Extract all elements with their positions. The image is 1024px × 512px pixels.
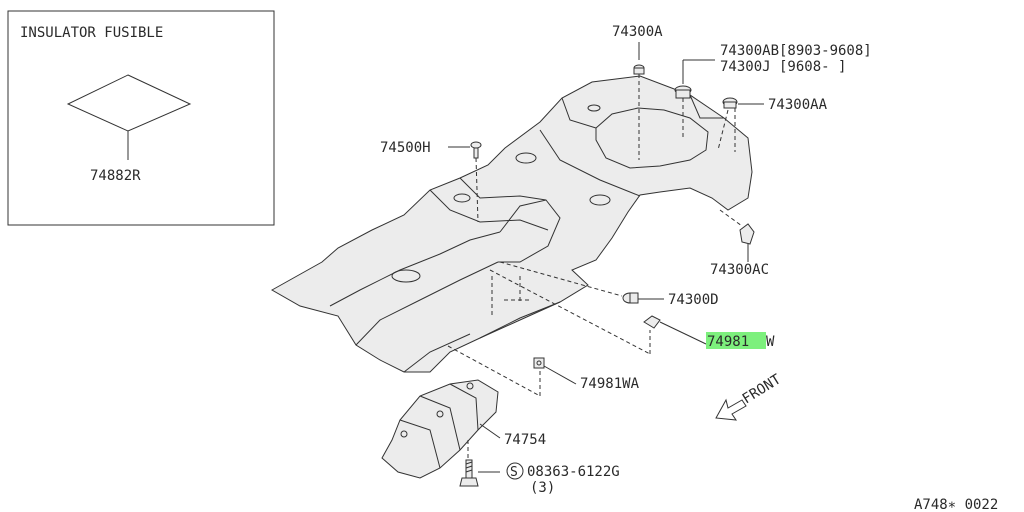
- front-arrow-icon: [715, 398, 747, 421]
- label-screw: S 08363-6122G (3): [506, 462, 620, 496]
- plug-74300D: [622, 292, 639, 304]
- label-74981WA: 74981WA: [580, 376, 640, 392]
- heat-shield-74754: [381, 379, 499, 479]
- label-74500H: 74500H: [380, 140, 431, 156]
- label-74300AB: 74300AB[8903-9608]: [720, 43, 872, 59]
- dashed-leaders: [447, 74, 743, 458]
- plug-74300AA: [722, 97, 738, 109]
- clip-74300AC: [739, 223, 755, 245]
- label-74300AA: 74300AA: [768, 97, 828, 113]
- screw-quantity: (3): [530, 480, 555, 496]
- plug-74300A: [633, 64, 645, 75]
- label-74300AC: 74300AC: [710, 262, 769, 278]
- screw-symbol: S: [510, 465, 518, 480]
- inset-title: INSULATOR FUSIBLE: [20, 25, 163, 41]
- label-74300A: 74300A: [612, 24, 663, 40]
- highlight-box: [706, 332, 766, 349]
- label-74981W-number: 74981: [707, 334, 749, 350]
- front-label: FRONT: [740, 371, 785, 407]
- inset-part-number: 74882R: [90, 168, 141, 184]
- plug-74300AB: [674, 85, 692, 99]
- floor-insulator: [270, 75, 753, 373]
- clip-74500H: [470, 141, 482, 159]
- label-74981W-suffix: W: [766, 334, 775, 350]
- washer-74981W: [643, 315, 661, 329]
- label-74754: 74754: [504, 432, 546, 448]
- screw-s-circle: [506, 462, 524, 480]
- label-74981W-highlighted: 74981 W: [706, 332, 775, 350]
- screw-08363: [459, 459, 479, 487]
- label-74300J: 74300J [9608- ]: [720, 59, 846, 75]
- label-leaders: [448, 42, 764, 473]
- front-direction-indicator: FRONT: [715, 371, 785, 421]
- diagram-id: A748∗ 0022: [914, 497, 998, 512]
- inset-panel: INSULATOR FUSIBLE 74882R: [7, 10, 275, 226]
- label-74300D: 74300D: [668, 292, 719, 308]
- washer-74981WA: [533, 357, 545, 369]
- screw-part-number: 08363-6122G: [527, 464, 620, 480]
